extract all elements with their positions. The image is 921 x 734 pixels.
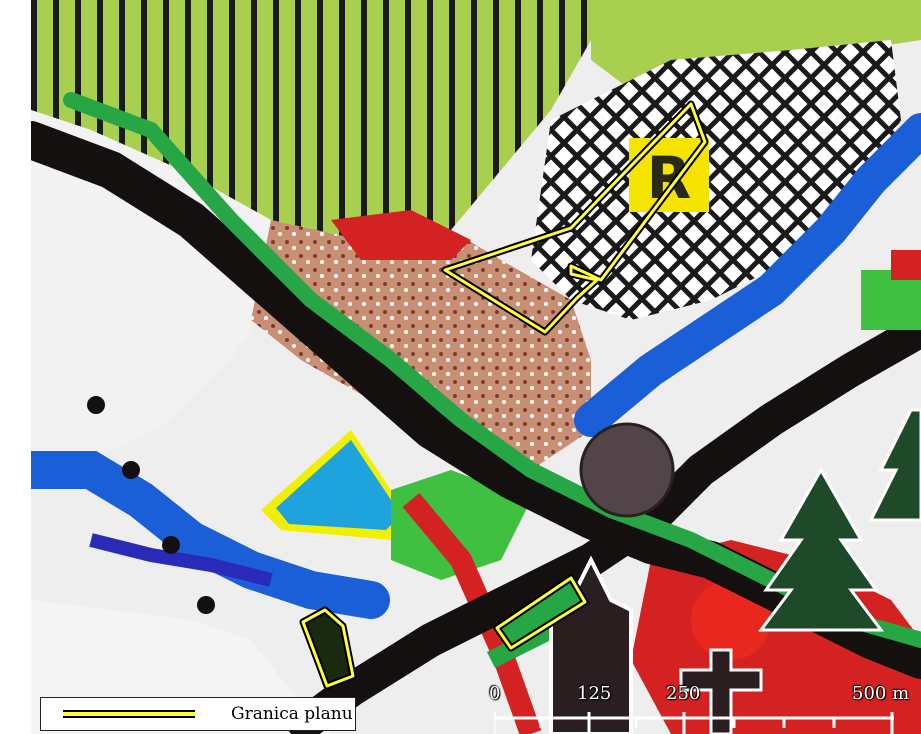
plan-boundary-south[interactable]: [493, 574, 589, 652]
scale-label-0: 0: [489, 683, 501, 704]
river-lower: [31, 451, 390, 619]
tree-symbol-1: [758, 466, 884, 632]
scale-label-125: 125: [577, 683, 612, 704]
forest-area: [31, 0, 591, 240]
plan-boundary-north[interactable]: [441, 100, 709, 336]
river-pisa: [574, 113, 921, 437]
legend-label: Granica planu: [231, 704, 353, 724]
point-symbol: [197, 596, 215, 614]
cross-symbol: [679, 648, 763, 734]
reservoir: [276, 440, 401, 530]
map-left-margin: [0, 0, 32, 734]
red-zone-top: [331, 210, 471, 260]
field-green: [391, 470, 531, 580]
point-symbol: [162, 536, 180, 554]
river-lower-dark: [89, 533, 273, 587]
map-legend: Granica planu: [40, 697, 356, 731]
urban-zone: [251, 220, 591, 470]
red-patch-right: [891, 250, 921, 280]
point-symbol: [87, 396, 105, 414]
scale-label-500: 500 m: [852, 683, 910, 704]
roundabout: [579, 422, 675, 518]
map-canvas[interactable]: R: [31, 0, 921, 734]
zone-label-text: R: [647, 144, 692, 212]
scale-bar: [494, 712, 894, 734]
legend-swatch-plan-boundary: [63, 710, 195, 718]
plan-boundary-southwest[interactable]: [299, 606, 357, 690]
point-symbol: [122, 461, 140, 479]
tree-symbol-2: [868, 408, 921, 522]
secondary-road: [280, 315, 921, 734]
scale-label-250: 250: [666, 683, 701, 704]
